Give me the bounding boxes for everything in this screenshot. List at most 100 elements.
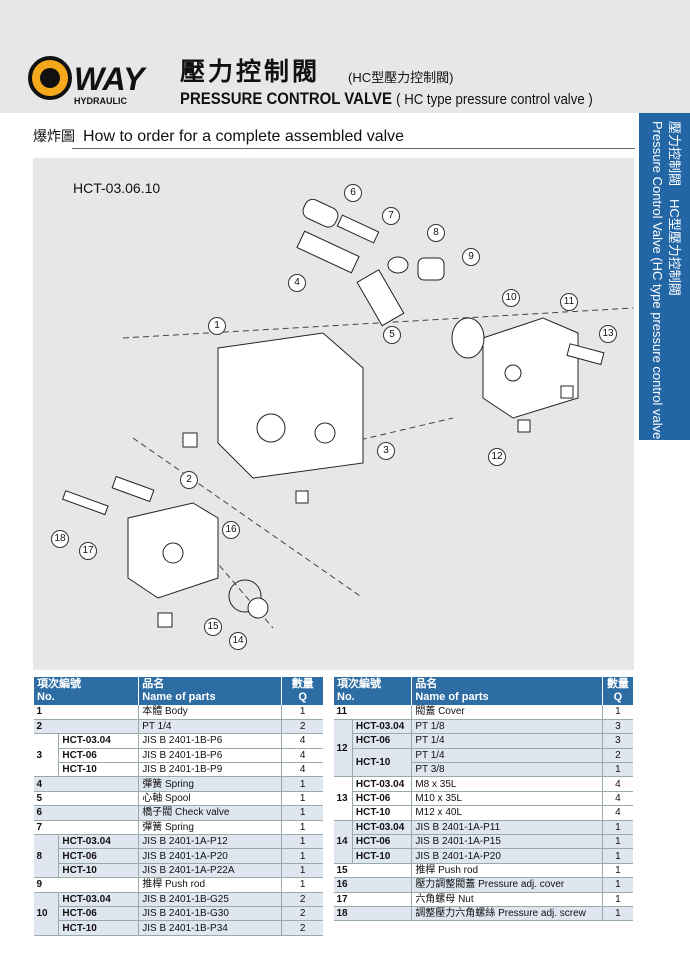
item-qty: 4 — [601, 791, 633, 807]
item-qty: 1 — [601, 892, 633, 907]
item-name: JIS B 2401-1A-P20 — [138, 848, 282, 864]
logo-brand: WAY — [74, 61, 147, 97]
item-qty: 2 — [281, 906, 323, 922]
item-name: JIS B 2401-1B-G30 — [138, 906, 282, 922]
item-name: PT 1/4 — [411, 748, 603, 764]
item-qty: 1 — [601, 762, 633, 778]
item-model: HCT-03.04 — [351, 776, 412, 792]
item-name: 彈簧 Spring — [138, 820, 282, 836]
item-model: HCT-06 — [351, 791, 412, 807]
cover-part — [482, 317, 579, 419]
item-qty: 1 — [601, 705, 633, 720]
item-qty: 1 — [601, 834, 633, 850]
item-qty: 1 — [601, 863, 633, 879]
item-name: JIS B 2401-1A-P20 — [411, 848, 603, 864]
item-name: PT 3/8 — [411, 762, 603, 778]
item-qty: 2 — [281, 892, 323, 907]
callout-4: 4 — [288, 274, 306, 292]
callout-18: 18 — [51, 530, 69, 548]
header-text: 項次編號 — [37, 678, 81, 690]
item-name: JIS B 2401-1A-P15 — [411, 834, 603, 850]
item-qty: 4 — [281, 762, 323, 778]
item-model: HCT-03.04 — [58, 733, 139, 749]
item-qty: 1 — [601, 848, 633, 864]
item-name: JIS B 2401-1B-G25 — [138, 892, 282, 907]
item-qty: 2 — [281, 719, 323, 735]
item-no: 13 — [333, 776, 353, 821]
item-model: HCT-06 — [58, 906, 139, 922]
item-model: HCT-06 — [58, 848, 139, 864]
item-name: JIS B 2401-1B-P9 — [138, 762, 282, 778]
item-qty: 1 — [601, 906, 633, 922]
side-tab-en: Pressure Control Valve (HC type pressure… — [650, 121, 665, 444]
item-qty: 1 — [281, 791, 323, 807]
item-qty: 1 — [281, 805, 323, 821]
item-qty: 4 — [601, 776, 633, 792]
callout-17: 17 — [79, 542, 97, 560]
section-title-zh: 爆炸圖 — [33, 128, 75, 144]
item-name: M10 x 35L — [411, 791, 603, 807]
callout-7: 7 — [382, 207, 400, 225]
divider — [72, 148, 635, 149]
callout-3: 3 — [377, 442, 395, 460]
model-label: HCT-03.06.10 — [73, 180, 161, 196]
item-qty: 1 — [281, 820, 323, 836]
item-model: HCT-03.04 — [351, 719, 412, 735]
title-en-sub: ( HC type pressure control valve ) — [396, 91, 593, 108]
header-text: Name of parts — [142, 691, 216, 703]
item-name: 六角螺母 Nut — [411, 892, 603, 907]
callout-10: 10 — [502, 289, 520, 307]
header-text: Name of parts — [415, 691, 489, 703]
header: WAY HYDRAULIC 壓力控制閥 (HC型壓力控制閥) PRESSURE … — [0, 0, 690, 113]
item-no: 6 — [33, 805, 139, 821]
diagram-drawing — [61, 198, 634, 629]
callout-2: 2 — [180, 471, 198, 489]
item-qty: 3 — [601, 719, 633, 735]
callout-16: 16 — [222, 521, 240, 539]
item-no: 8 — [33, 834, 59, 879]
way-hydraulic-logo: WAY HYDRAULIC — [28, 56, 147, 106]
item-qty: 1 — [281, 848, 323, 864]
section-title-en: How to order for a complete assembled va… — [83, 128, 405, 145]
item-name: 調整壓力六角螺絲 Pressure adj. screw — [411, 906, 603, 922]
exploded-diagram: HCT-03.06.10 6 7 8 9 4 10 11 5 13 1 3 12… — [33, 158, 634, 670]
header-text: 品名 — [415, 678, 438, 690]
item-name: PT 1/4 — [411, 733, 603, 749]
item-no: 1 — [33, 705, 139, 720]
item-qty: 2 — [281, 920, 323, 936]
item-name: 閥蓋 Cover — [411, 705, 603, 720]
item-no: 3 — [33, 733, 59, 778]
header-text: No. — [337, 691, 355, 703]
item-no: 11 — [333, 705, 412, 720]
item-model: HCT-06 — [58, 748, 139, 764]
item-name: 本體 Body — [138, 705, 282, 720]
item-name: 推桿 Push rod — [138, 877, 282, 893]
item-no: 16 — [333, 877, 412, 893]
item-qty: 2 — [601, 748, 633, 764]
item-name: PT 1/8 — [411, 719, 603, 735]
header-text: 品名 — [142, 678, 165, 690]
